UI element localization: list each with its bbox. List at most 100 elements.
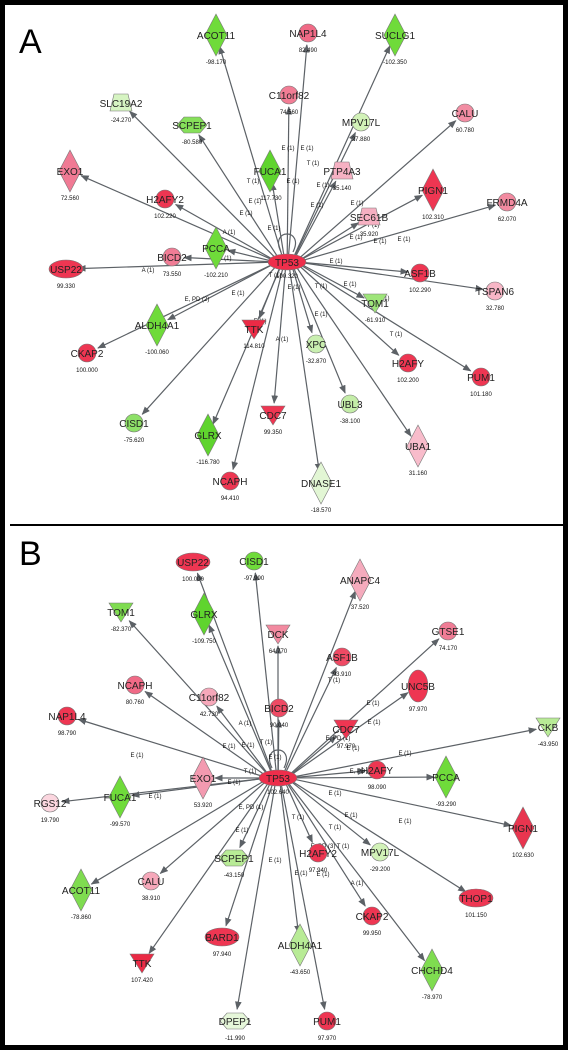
- cdc7-node-shape: [333, 719, 359, 740]
- ubl3-node-shape: [340, 394, 360, 414]
- edge-tp53-calu: [159, 782, 265, 874]
- node-value: 97.970: [409, 707, 428, 713]
- edge-label: E (1): [316, 183, 329, 189]
- h2afy2-node-shape: [155, 189, 175, 209]
- edge-label: E (1): [329, 259, 342, 265]
- dck-node-shape: [265, 624, 291, 645]
- edge-label: E (1): [310, 203, 323, 209]
- edge-label: E (1): [222, 744, 235, 750]
- edge-tp53-cdc7: [292, 735, 337, 774]
- node-label: PCCA: [202, 244, 230, 255]
- edge-tp53-unc5b: [292, 692, 409, 775]
- edge-tp53-anapc4: [284, 590, 356, 771]
- node-value: 19.790: [41, 818, 60, 824]
- node-label: NAP1L4: [48, 712, 86, 723]
- edge-label: T (1): [244, 769, 257, 775]
- node-label: UBA1: [405, 442, 432, 453]
- node-pcca: PCCA-102.210: [202, 226, 230, 279]
- h2afy-node-shape: [398, 353, 418, 373]
- edge-label: A (1): [223, 230, 236, 236]
- edge-tp53-ubl3: [293, 269, 346, 394]
- node-label: ANAPC4: [340, 576, 380, 587]
- node-label: ALDH4A1: [135, 321, 180, 332]
- ckap2-node-shape: [362, 906, 382, 926]
- glrx-node-shape: [192, 592, 216, 636]
- node-label: CDC7: [259, 411, 287, 422]
- pcca-node-shape: [204, 226, 228, 270]
- edge-label: E (1): [218, 256, 231, 262]
- edge-tp53-nap1l4: [77, 718, 261, 777]
- node-value: 107.420: [131, 978, 153, 984]
- node-fuca1: FUCA1-99.570: [104, 775, 137, 828]
- aldh4a1-node-shape: [145, 303, 169, 347]
- node-value: -11.990: [225, 1036, 246, 1042]
- edge-label: E (1): [344, 813, 357, 819]
- hub-label: TP53: [266, 774, 290, 785]
- edge-tp53-bard1: [225, 785, 273, 927]
- panel-label-a: A: [19, 23, 42, 61]
- hub-value: 102.640: [267, 790, 289, 796]
- edge-tp53-asf1b: [304, 262, 409, 275]
- edge-label: E (1): [350, 201, 363, 207]
- edge-label: T (1): [367, 223, 380, 229]
- node-value: -116.780: [196, 460, 220, 466]
- edge-label: E, PD (1): [239, 805, 264, 811]
- node-value: 102.630: [512, 853, 534, 859]
- edge-label: E (1): [286, 179, 299, 185]
- node-label: USP22: [177, 558, 209, 569]
- edge-tp53-ptp4a3: [295, 180, 337, 256]
- node-value: 97.970: [318, 1036, 337, 1042]
- node-label: FRMD4A: [486, 198, 527, 209]
- node-value: -80.580: [182, 140, 203, 146]
- uba1-node-shape: [406, 424, 430, 468]
- tom1-node-shape: [362, 293, 388, 314]
- node-label: TOM1: [361, 299, 389, 310]
- edge-tp53-chchd4: [288, 783, 426, 962]
- node-label: DNASE1: [301, 479, 341, 490]
- edge-label: E (1): [300, 146, 313, 152]
- node-label: H2AFY2: [299, 849, 337, 860]
- fuca1-node-shape: [258, 149, 282, 193]
- node-value: 74.170: [439, 646, 458, 652]
- node-acot11: ACOT11-78.860: [62, 868, 101, 921]
- edge-label: T (1): [337, 844, 350, 850]
- edge-label: E (1): [346, 746, 359, 752]
- node-label: CDC7: [332, 725, 360, 736]
- edge-tp53-ttk: [148, 784, 268, 955]
- sec61b-node-shape: [357, 207, 381, 226]
- node-value: -97.990: [244, 576, 265, 582]
- node-label: SCPEP1: [172, 121, 212, 132]
- edge-label: A (1): [142, 268, 155, 274]
- node-label: SEC61B: [350, 213, 389, 224]
- node-value: 62.070: [498, 217, 517, 223]
- calu-node-shape: [455, 103, 475, 123]
- edge-label: E (1): [349, 235, 362, 241]
- node-acot11: ACOT11-98.170: [197, 13, 236, 66]
- edge-label: E (1): [239, 211, 252, 217]
- edge-tp53-scpep1: [239, 784, 270, 849]
- edge-tp53-c11orf82: [285, 106, 293, 255]
- node-label: NAP1L4: [289, 29, 327, 40]
- edge-label: E (1): [235, 828, 248, 834]
- edge-tp53-fuca1: [270, 181, 285, 255]
- node-value: 27.880: [352, 137, 371, 143]
- ttk-node-shape: [129, 953, 155, 974]
- edge-label: E (1): [268, 755, 281, 761]
- node-value: 31.160: [409, 471, 428, 477]
- node-value: 82.490: [299, 48, 318, 54]
- edge-tp53-sec61b: [302, 222, 360, 259]
- node-value: -61.910: [365, 318, 386, 324]
- node-label: ACOT11: [197, 31, 236, 42]
- edge-label: T (1): [269, 273, 282, 279]
